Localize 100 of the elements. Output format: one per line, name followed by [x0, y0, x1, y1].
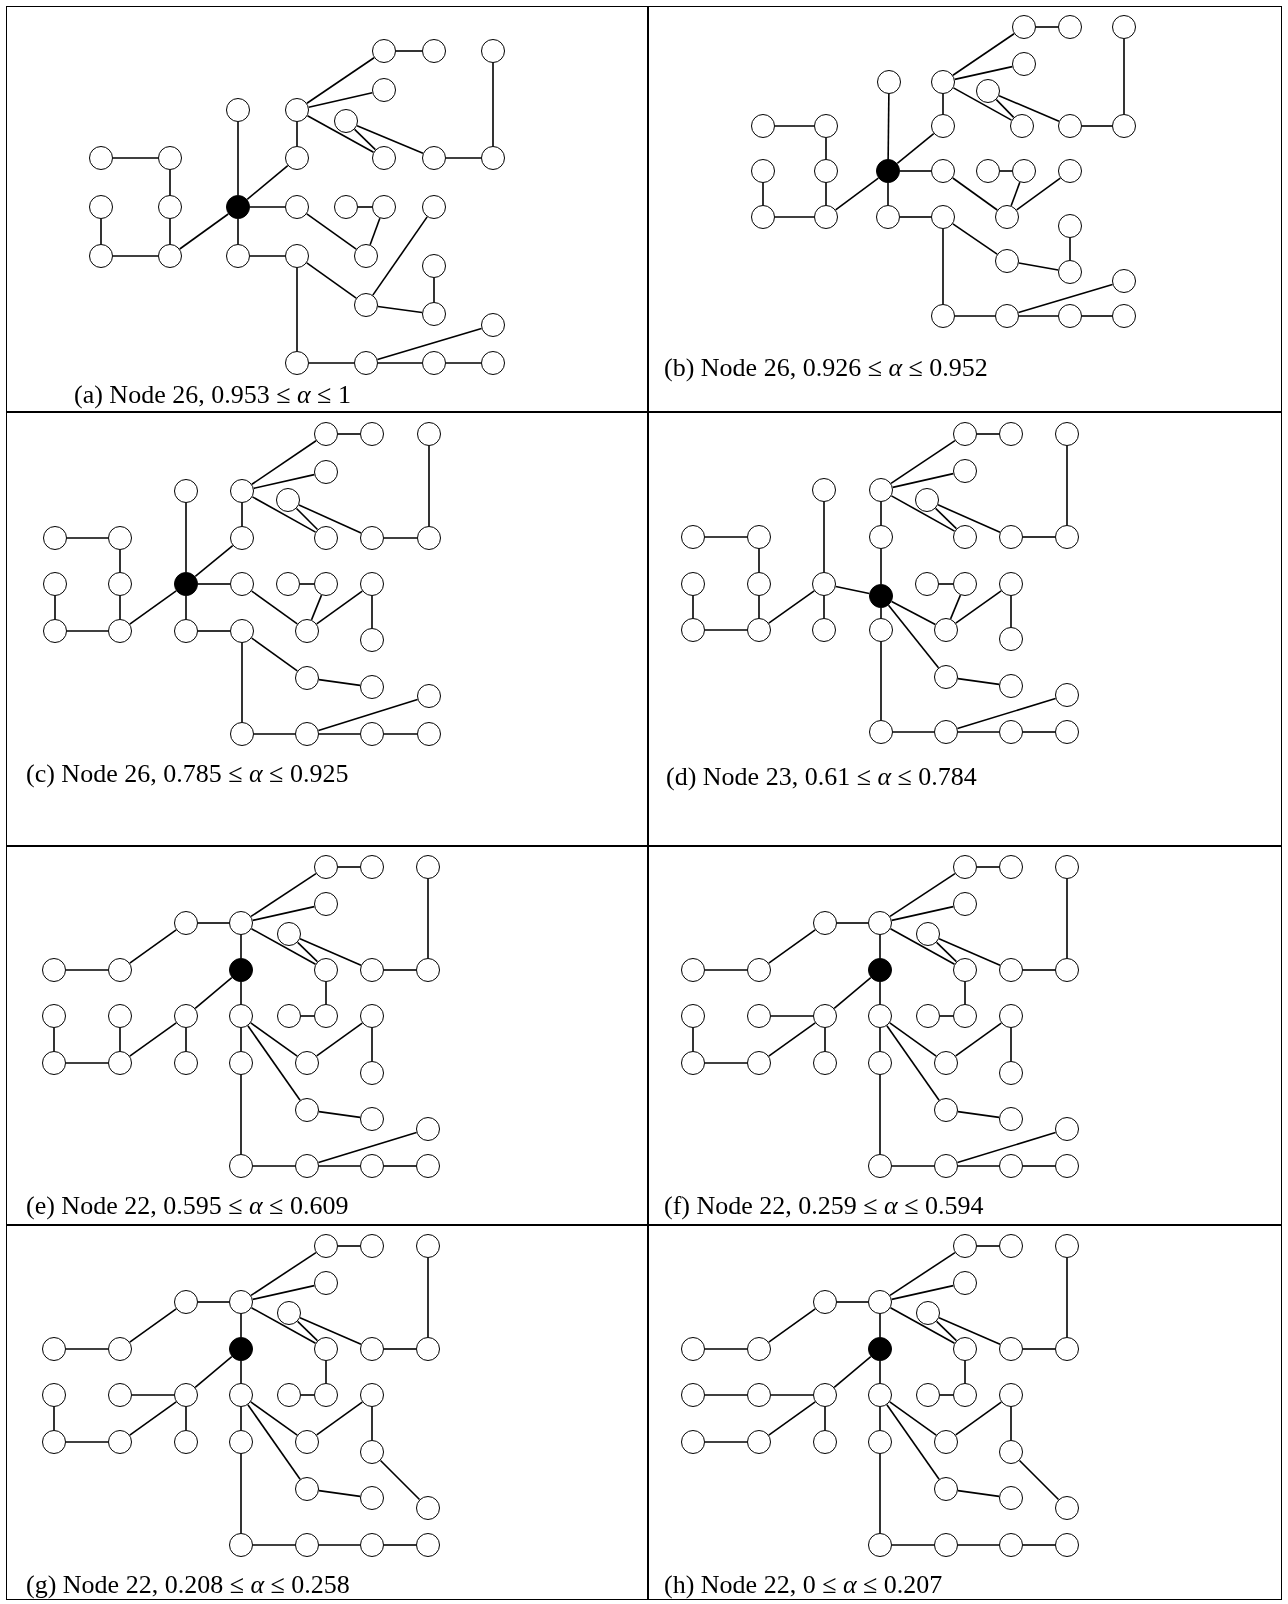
graph-node — [108, 1004, 132, 1028]
graph-node — [681, 525, 705, 549]
edge-line — [834, 585, 871, 595]
graph-node — [869, 478, 893, 502]
graph-node — [229, 1383, 253, 1407]
graph-node — [812, 478, 836, 502]
edge-line — [250, 637, 299, 672]
graph-node — [1058, 15, 1082, 39]
edge-line — [240, 934, 242, 959]
graph-node — [1112, 15, 1136, 39]
edge-line — [891, 1544, 935, 1546]
highlighted-node — [868, 1337, 892, 1361]
edge-line — [767, 929, 817, 964]
edge-line — [241, 502, 243, 527]
edge-line — [295, 507, 319, 531]
edge-line — [938, 583, 954, 585]
edge-line — [998, 94, 1060, 123]
graph-node — [1055, 855, 1079, 879]
graph-node — [295, 1051, 319, 1075]
graph-node — [747, 572, 771, 596]
edge-line — [956, 1131, 1057, 1164]
edge-line — [880, 607, 882, 619]
graph-node — [869, 618, 893, 642]
edge-line — [250, 1251, 317, 1297]
graph-node — [285, 351, 309, 375]
edge-line — [954, 315, 996, 317]
edge-line — [880, 501, 882, 526]
graph-node — [42, 1383, 66, 1407]
edge-line — [1022, 536, 1056, 538]
graph-node — [108, 1337, 132, 1361]
edge-line — [306, 56, 375, 105]
graph-node — [681, 958, 705, 982]
edge-line — [1010, 1406, 1012, 1441]
graph-node — [999, 720, 1023, 744]
graph-node — [999, 1004, 1023, 1028]
edge-line — [758, 595, 760, 619]
edge-line — [372, 216, 428, 296]
graph-node — [158, 195, 182, 219]
edge-line — [692, 595, 694, 619]
edge-line — [824, 1406, 826, 1431]
edge-line — [879, 1074, 881, 1155]
graph-node — [334, 195, 358, 219]
edge-line — [1066, 445, 1068, 526]
graph-node — [226, 244, 250, 268]
graph-node — [681, 1337, 705, 1361]
edge-line — [976, 1245, 1000, 1247]
edge-line — [185, 1406, 187, 1431]
edge-line — [1066, 878, 1068, 959]
graph-node — [229, 1533, 253, 1557]
edge-line — [194, 976, 233, 1010]
edge-line — [704, 969, 748, 971]
edge-line — [428, 445, 430, 527]
edge-line — [325, 1360, 327, 1384]
edge-line — [128, 1401, 178, 1436]
graph-node — [999, 1383, 1023, 1407]
edge-line — [1035, 26, 1059, 28]
edge-line — [1022, 731, 1056, 733]
edge-line — [953, 65, 1014, 81]
edge-line — [955, 590, 1002, 624]
graph-node — [995, 205, 1019, 229]
edge-line — [185, 502, 187, 573]
graph-node — [995, 304, 1019, 328]
graph-node — [915, 572, 939, 596]
edge-line — [879, 1313, 881, 1338]
edge-line — [353, 128, 377, 151]
graph-node — [747, 958, 771, 982]
graph-node — [751, 159, 775, 183]
graph-node — [314, 1337, 338, 1361]
graph-node — [360, 722, 384, 746]
graph-node — [869, 720, 893, 744]
edge-line — [251, 439, 317, 486]
edge-line — [383, 1348, 417, 1350]
graph-node — [681, 618, 705, 642]
edge-line — [197, 583, 231, 585]
graph-node — [814, 114, 838, 138]
graph-node — [416, 958, 440, 982]
graph-node — [751, 205, 775, 229]
graph-node — [747, 1430, 771, 1454]
edge-line — [299, 1317, 362, 1345]
graph-node — [869, 525, 893, 549]
graph-node — [1058, 304, 1082, 328]
graph-node — [747, 525, 771, 549]
graph-node — [108, 1383, 132, 1407]
graph-node — [1112, 269, 1136, 293]
graph-node — [1055, 422, 1079, 446]
panel — [648, 846, 1282, 1225]
edge-line — [1081, 315, 1113, 317]
graph-node — [314, 1234, 338, 1258]
graph-node — [931, 205, 955, 229]
graph-node — [229, 1004, 253, 1028]
edge-line — [240, 1074, 242, 1155]
edge-line — [252, 1544, 296, 1546]
edge-line — [197, 922, 230, 924]
edge-line — [54, 595, 56, 620]
graph-node — [108, 572, 132, 596]
graph-node — [354, 244, 378, 268]
graph-node — [277, 1301, 301, 1325]
edge-line — [305, 262, 358, 299]
graph-node — [360, 958, 384, 982]
graph-node — [285, 244, 309, 268]
